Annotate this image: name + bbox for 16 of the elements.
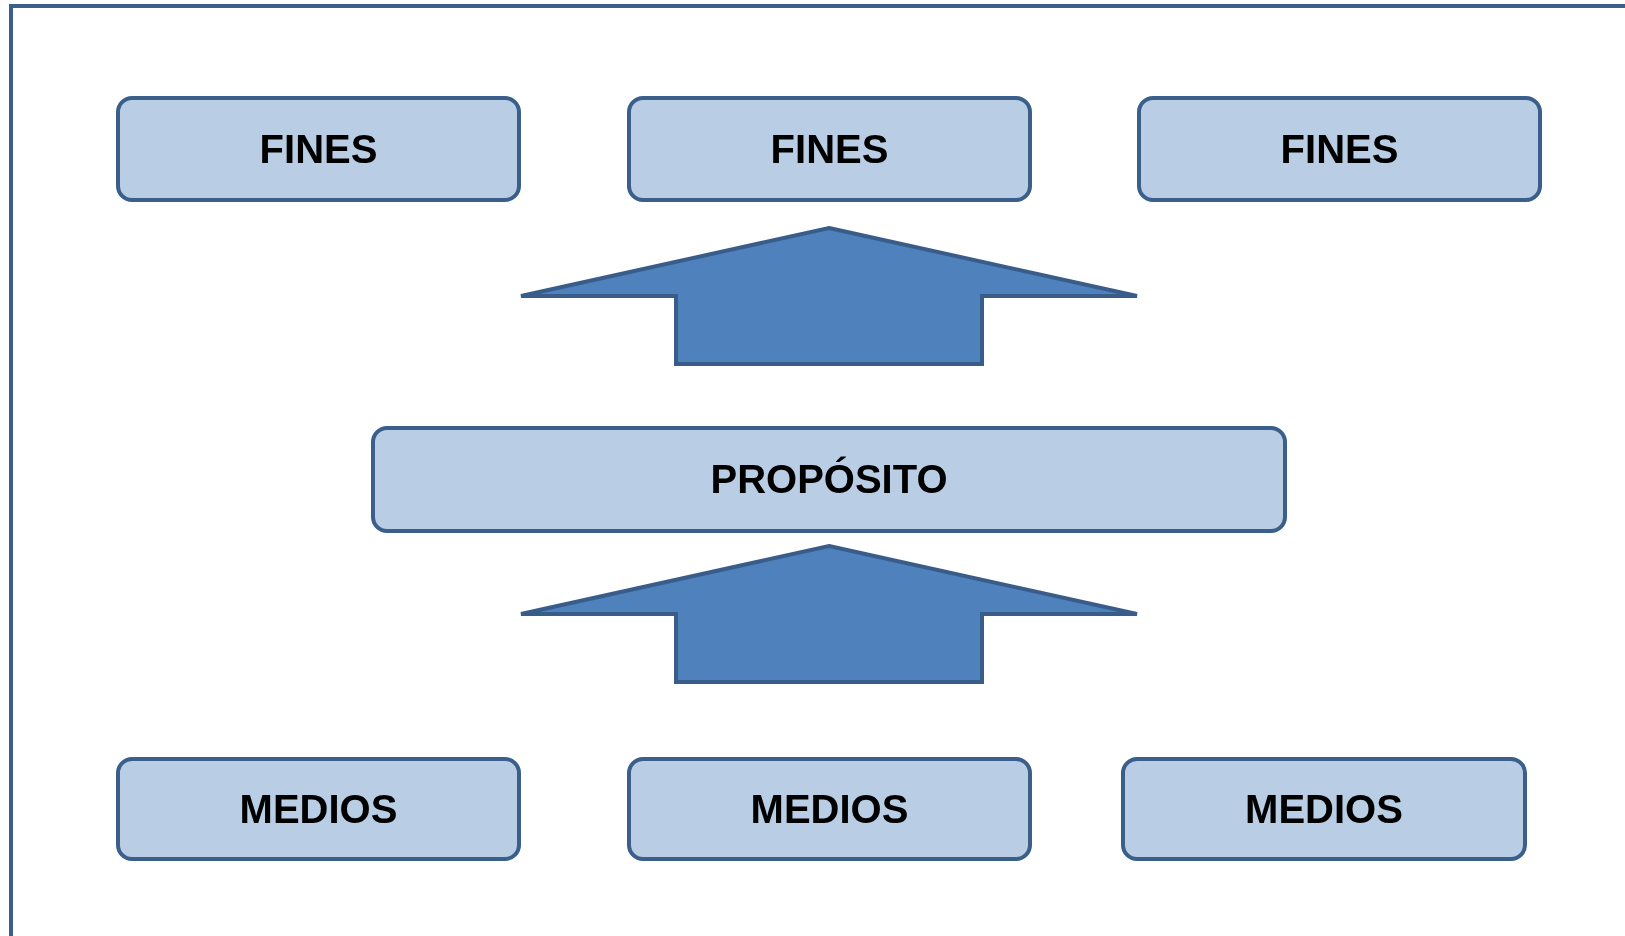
- text-box: [627, 96, 1032, 202]
- block-arrow: [519, 225, 1139, 366]
- box-label: MEDIOS: [239, 786, 398, 832]
- box-label: MEDIOS: [1245, 786, 1403, 832]
- block-arrow: [519, 543, 1139, 684]
- text-box: [1121, 757, 1527, 861]
- text-box: [627, 757, 1032, 861]
- box-label: PROPÓSITO: [710, 457, 948, 502]
- box-label: FINES: [1280, 126, 1399, 172]
- text-box: [116, 96, 521, 202]
- text-box: [371, 426, 1287, 533]
- box-label: MEDIOS: [750, 786, 909, 832]
- box-label: FINES: [770, 126, 889, 172]
- text-box: [116, 757, 521, 861]
- box-label: FINES: [259, 126, 378, 172]
- text-box: [1137, 96, 1542, 202]
